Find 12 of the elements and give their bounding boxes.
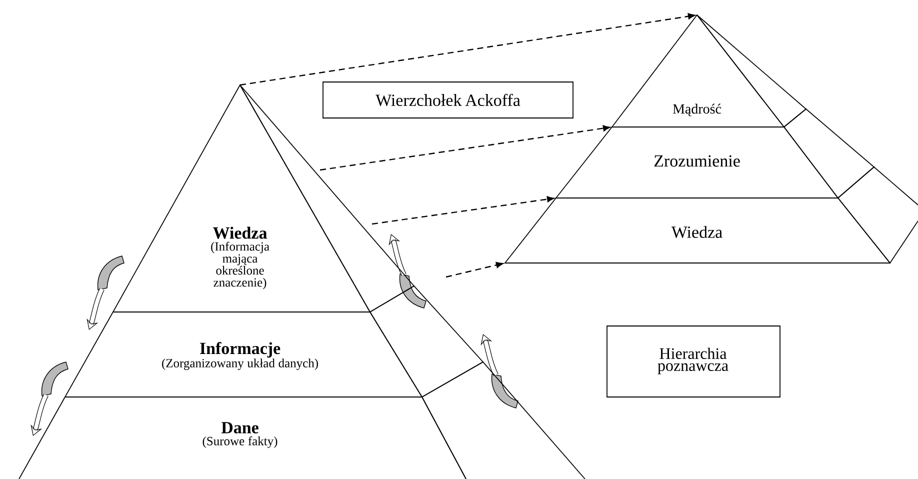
- pyramid-layer: Zrozumienie: [555, 126, 839, 198]
- arrow: [240, 13, 696, 86]
- arrow: [446, 262, 504, 278]
- title-box: Hierarchia poznawcza: [606, 326, 780, 398]
- pyramid-layer: Dane (Surowe fakty): [18, 396, 466, 479]
- arrow: [320, 125, 610, 171]
- arrow: [372, 196, 554, 225]
- pyramid-layer: Wiedza: [504, 198, 891, 264]
- pyramid-side-face: [421, 361, 586, 479]
- pyramid-layer: Informacje (Zorganizowany układ danych): [64, 312, 423, 398]
- pyramid-side-face: [837, 166, 918, 264]
- title-box: Wierzchołek Ackoffa: [322, 82, 574, 118]
